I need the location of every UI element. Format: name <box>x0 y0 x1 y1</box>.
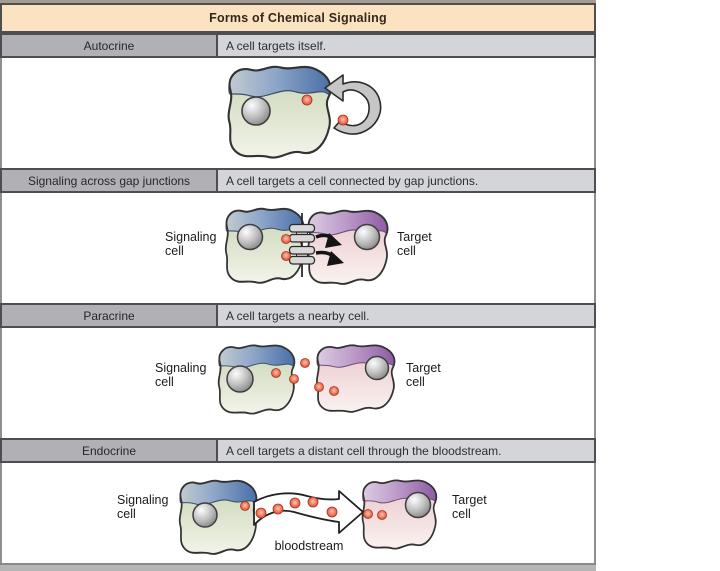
signaling-cell <box>178 479 258 555</box>
ligand-dot <box>281 251 291 261</box>
ligand-dot <box>289 374 299 384</box>
ligand-dot <box>337 114 349 126</box>
signaling-cell-label-line2: cell <box>165 244 184 258</box>
section-description-gap-junctions: A cell targets a cell connected by gap j… <box>218 170 594 191</box>
endocrine-diagram: Signaling cell Target cell bloodstream <box>117 479 487 555</box>
nucleus <box>364 355 390 381</box>
signaling-cell-label-line2: cell <box>117 507 136 521</box>
bloodstream-label: bloodstream <box>275 539 344 553</box>
nucleus <box>353 223 381 251</box>
paracrine-illustration: Signaling cell Target cell <box>0 328 596 438</box>
autocrine-diagram <box>227 65 382 159</box>
signaling-cell-label-line1: Signaling <box>155 361 206 375</box>
section-header-paracrine: Paracrine A cell targets a nearby cell. <box>0 303 596 328</box>
target-cell-label-line1: Target <box>397 230 432 244</box>
signaling-cell-label-line1: Signaling <box>165 230 216 244</box>
target-cell-label-line2: cell <box>397 244 416 258</box>
ligand-dot <box>240 501 250 511</box>
gap-junction-illustration: Signaling cell Target cell <box>0 193 596 303</box>
top-strip <box>0 0 596 3</box>
target-cell-label-line1: Target <box>406 361 441 375</box>
autocrine-return-arrow <box>324 74 382 135</box>
nucleus <box>236 223 264 251</box>
endocrine-illustration: Signaling cell Target cell bloodstream <box>0 463 596 563</box>
nucleus <box>192 502 218 528</box>
autocrine-illustration <box>0 58 596 168</box>
ligand-dot <box>314 382 324 392</box>
section-label-autocrine: Autocrine <box>2 35 218 56</box>
ligand-dot <box>377 510 387 520</box>
gap-junction-diagram: Signaling cell Target cell <box>165 207 432 285</box>
transport-arrow <box>315 233 342 248</box>
ligand-dot <box>281 234 291 244</box>
section-header-autocrine: Autocrine A cell targets itself. <box>0 33 596 58</box>
paracrine-diagram: Signaling cell Target cell <box>155 344 441 415</box>
nucleus <box>404 491 432 519</box>
section-header-endocrine: Endocrine A cell targets a distant cell … <box>0 438 596 463</box>
target-cell-label-line1: Target <box>452 493 487 507</box>
ligand-dot <box>255 507 267 519</box>
figure-title-bar: Forms of Chemical Signaling <box>0 3 596 33</box>
ligand-dot <box>271 368 281 378</box>
cell-membrane-band <box>218 344 295 369</box>
section-description-paracrine: A cell targets a nearby cell. <box>218 305 594 326</box>
signaling-cell-label-line1: Signaling <box>117 493 168 507</box>
section-label-endocrine: Endocrine <box>2 440 218 461</box>
bottom-strip <box>0 563 596 571</box>
ligand-dot <box>307 496 319 508</box>
signaling-cell <box>224 207 305 284</box>
ligand-dot <box>272 503 284 515</box>
ligand-dot <box>301 94 313 106</box>
transport-arrow <box>315 250 344 266</box>
section-description-autocrine: A cell targets itself. <box>218 35 594 56</box>
signaling-cell-label-line2: cell <box>155 375 174 389</box>
signaling-table: Forms of Chemical Signaling Autocrine A … <box>0 0 596 571</box>
section-description-endocrine: A cell targets a distant cell through th… <box>218 440 594 461</box>
target-cell <box>306 209 389 285</box>
figure-title: Forms of Chemical Signaling <box>209 11 387 25</box>
section-label-paracrine: Paracrine <box>2 305 218 326</box>
target-cell-label-line2: cell <box>406 375 425 389</box>
ligand-dot <box>289 497 301 509</box>
nucleus <box>226 365 254 393</box>
section-label-gap-junctions: Signaling across gap junctions <box>2 170 218 191</box>
target-cell-label-line2: cell <box>452 507 471 521</box>
ligand-dot <box>329 386 339 396</box>
section-header-gap-junctions: Signaling across gap junctions A cell ta… <box>0 168 596 193</box>
cell-membrane-band <box>228 66 332 98</box>
nucleus <box>241 96 271 126</box>
ligand-dot <box>363 509 373 519</box>
ligand-dot <box>326 506 338 518</box>
bloodstream-arrow <box>253 490 364 534</box>
ligand-dot <box>300 358 310 368</box>
gap-junction-channel <box>288 223 316 265</box>
